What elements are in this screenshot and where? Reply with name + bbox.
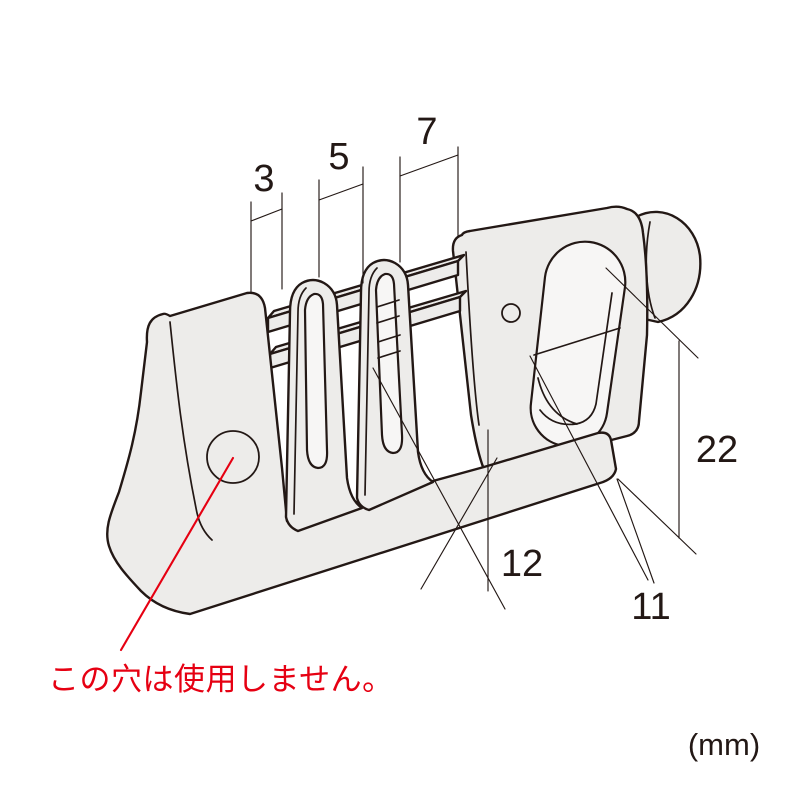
fin-1-slot [303, 292, 329, 470]
dim-label-7: 7 [416, 111, 437, 153]
unit-label: (mm) [688, 727, 760, 762]
right-block-edge-thickness-line [465, 251, 480, 426]
left-wall-side-edge-line [169, 321, 213, 541]
dim-label-11: 11 [631, 586, 670, 628]
small-round-hole [501, 303, 521, 323]
oval-hole-far-edge-line [533, 327, 621, 356]
fin-2 [355, 258, 435, 512]
dimension-lines [250, 146, 699, 610]
dim-label-22: 22 [696, 429, 738, 471]
dim-label-3: 3 [253, 158, 274, 200]
dim-label-5: 5 [328, 136, 349, 178]
red-leader-line [119, 456, 235, 652]
fin-1 [284, 278, 364, 533]
oval-cable-hole [529, 240, 627, 448]
unused-hole-note: この穴は使用しません。 [48, 662, 394, 697]
oval-hole-inner-arc [537, 377, 578, 425]
base-and-left-wall [105, 291, 618, 616]
dim-label-12: 12 [501, 543, 543, 585]
